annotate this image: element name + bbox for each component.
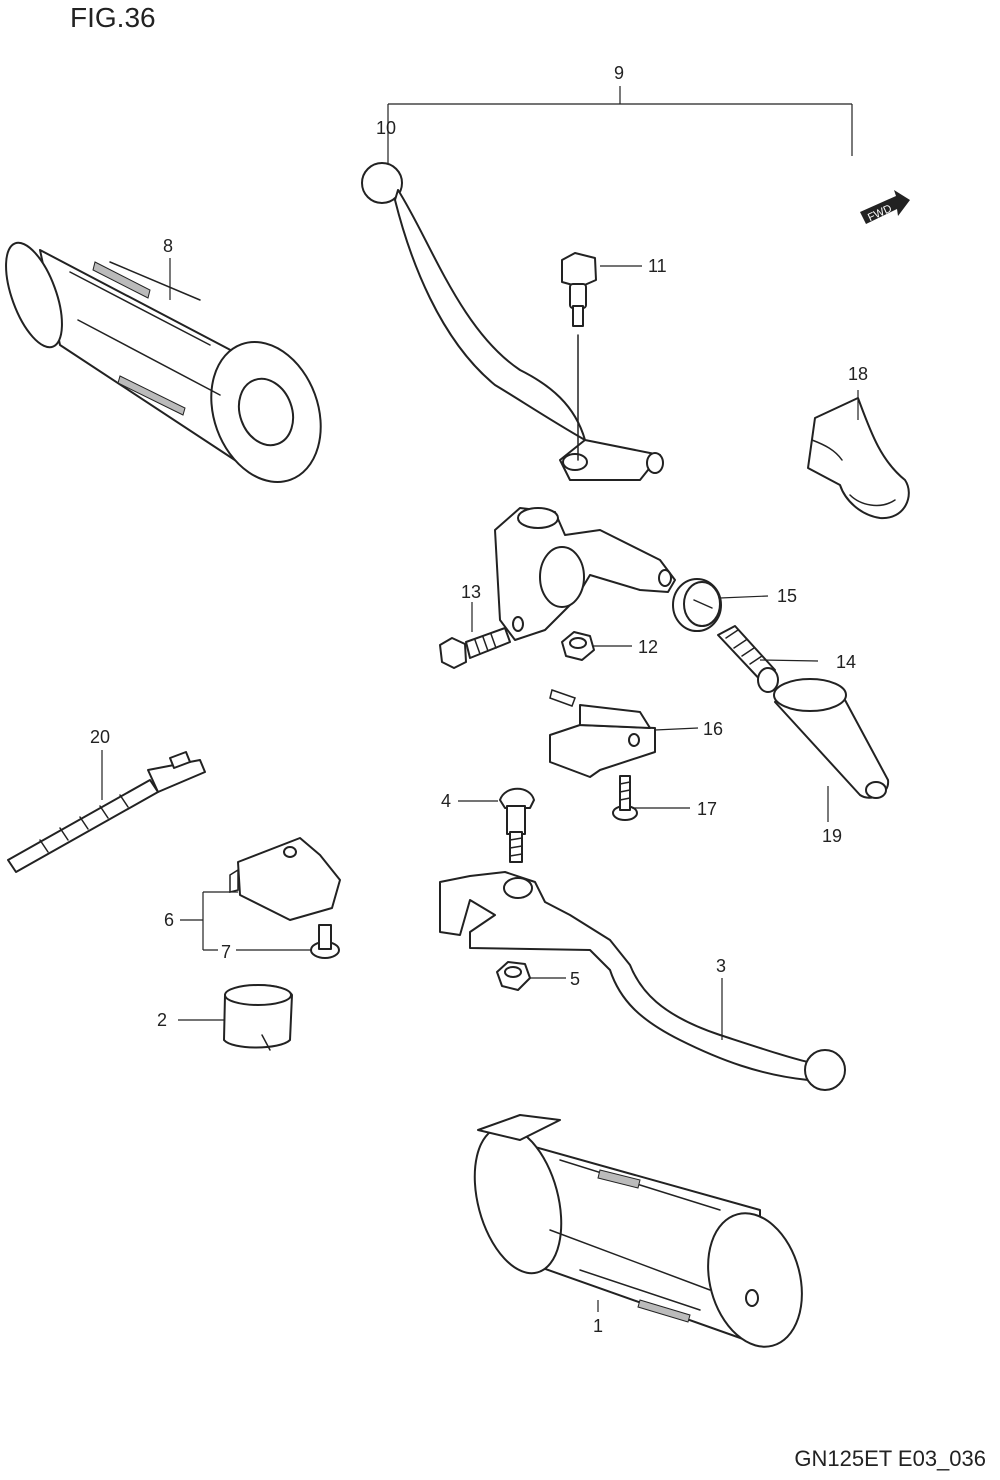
part-19-dust-boot [773, 678, 890, 799]
part-6-brake-switch [229, 837, 341, 921]
part-2-collar [223, 984, 293, 1051]
callout-13: 13 [461, 582, 481, 602]
part-4-pivot-bolt [499, 787, 535, 863]
part-1-grip-right [473, 1114, 803, 1348]
part-10-clutch-lever [361, 162, 664, 481]
callout-8: 8 [163, 236, 173, 256]
callout-10: 10 [376, 118, 396, 138]
callout-11: 11 [648, 256, 667, 276]
callout-3: 3 [716, 956, 726, 976]
callout-16: 16 [703, 719, 723, 739]
part-14-adjuster-bolt [717, 625, 779, 693]
part-7-screw [310, 924, 340, 959]
callout-20: 20 [90, 727, 110, 747]
callout-18: 18 [848, 364, 868, 384]
part-3-brake-lever [439, 871, 846, 1091]
part-15-adjuster-nut [672, 578, 722, 632]
callout-5: 5 [570, 969, 580, 989]
callout-12: 12 [638, 637, 658, 657]
callout-7: 7 [221, 942, 231, 962]
callout-19: 19 [822, 826, 842, 846]
callout-15: 15 [777, 586, 797, 606]
callout-4: 4 [441, 791, 451, 811]
drawing-code: GN125ET E03_036 [794, 1446, 986, 1471]
callout-17: 17 [697, 799, 717, 819]
part-13-bolt [439, 627, 511, 669]
callout-14: 14 [836, 652, 856, 672]
callout-labels: 1 2 3 4 5 6 7 8 9 10 11 12 13 14 15 16 1… [90, 63, 868, 1336]
part-11-pivot-bolt [561, 252, 597, 461]
callout-2: 2 [157, 1010, 167, 1030]
callout-6: 6 [164, 910, 174, 930]
part-16-switch [549, 689, 656, 778]
part-12-nut [561, 631, 595, 661]
part-17-screw [612, 775, 638, 821]
leader-lines [101, 86, 859, 1312]
lever-holder-bracket [494, 507, 676, 641]
callout-9: 9 [614, 63, 624, 83]
fwd-label: FWD [866, 203, 894, 224]
part-8-grip-left [5, 241, 322, 483]
figure-title: FIG.36 [70, 2, 156, 33]
part-18-lever-cover [807, 397, 910, 520]
part-20-cable-tie [7, 751, 206, 873]
callout-1: 1 [593, 1316, 603, 1336]
forward-arrow-icon: FWD [860, 190, 910, 224]
part-5-nut [496, 961, 531, 991]
